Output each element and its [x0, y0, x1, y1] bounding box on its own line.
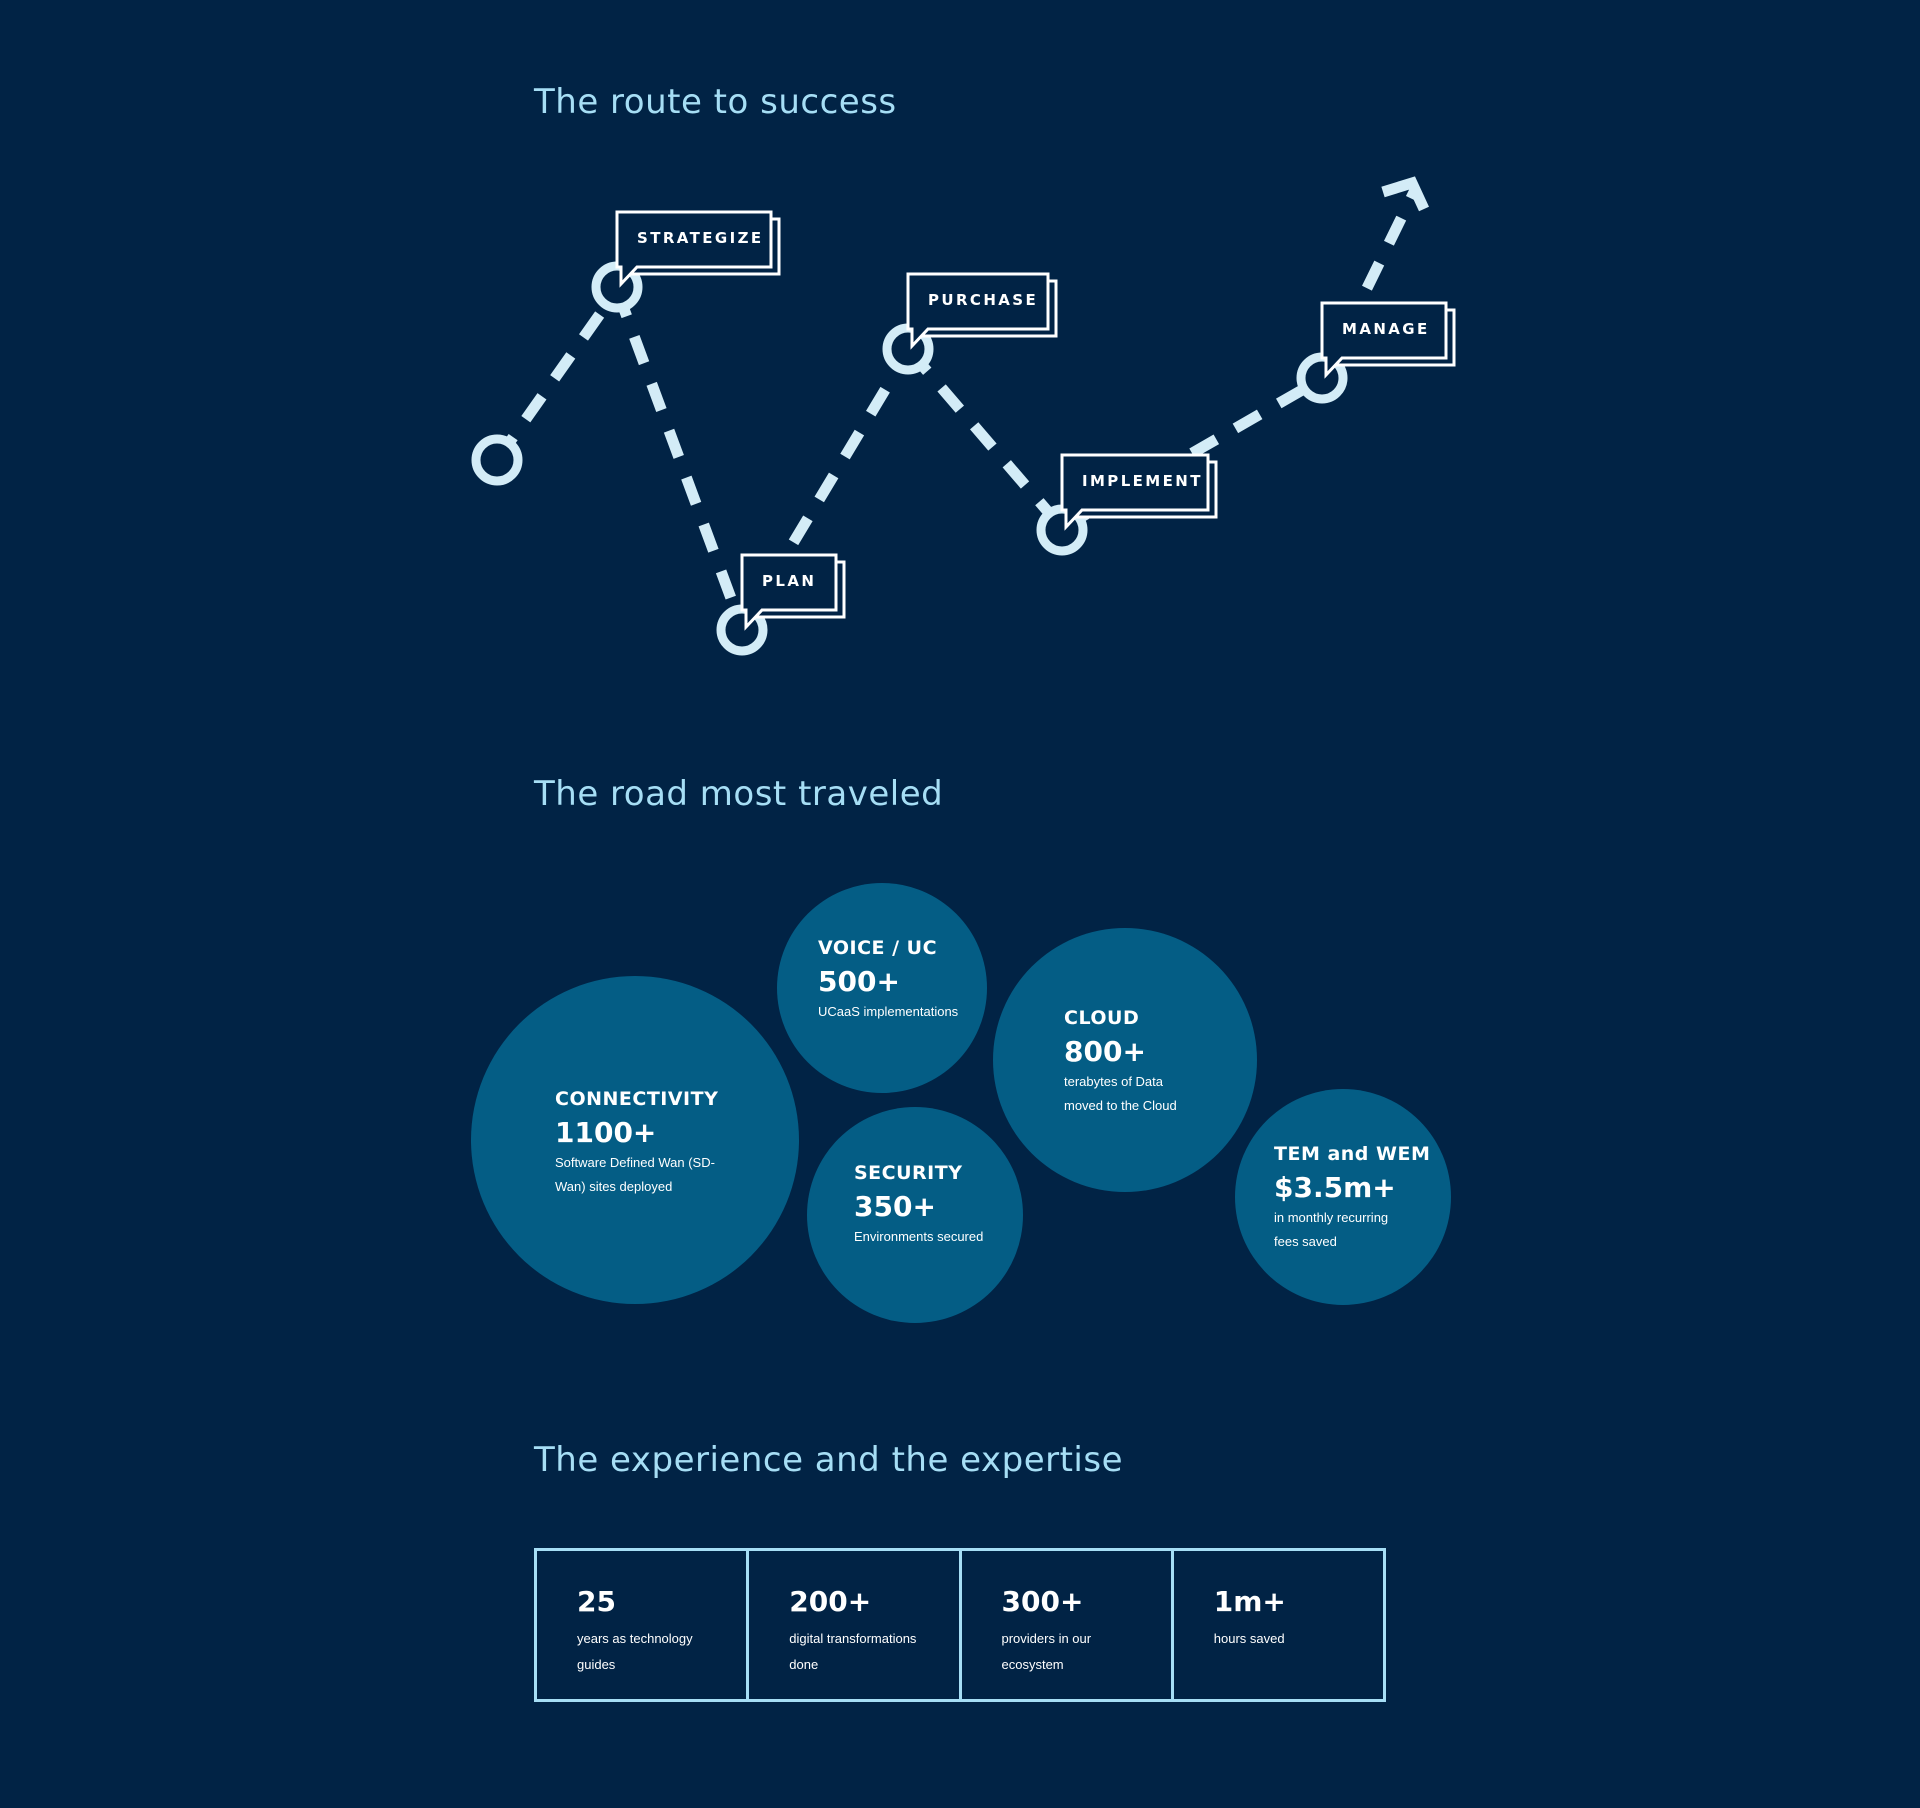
- stat-bubble-voice-uc: VOICE / UC 500+ UCaaS implementations: [777, 883, 987, 1093]
- route-step-strategize: STRATEGIZE: [615, 210, 781, 288]
- bubble-value: 500+: [818, 965, 900, 998]
- route-step-plan: PLAN: [740, 553, 846, 631]
- bubble-description: Software Defined Wan (SD-Wan) sites depl…: [555, 1155, 715, 1194]
- stat-description: hours saved: [1213, 1631, 1285, 1646]
- stat-value: 200+: [789, 1585, 872, 1618]
- bubble-value: $3.5m+: [1274, 1171, 1396, 1204]
- bubble-title: TEM and WEM: [1274, 1143, 1431, 1165]
- stat-bubble-tem-wem: TEM and WEM $3.5m+ in monthly recurring …: [1235, 1089, 1451, 1305]
- route-path-segment: [492, 286, 622, 464]
- stat-bubble-security: SECURITY 350+ Environments secured: [807, 1107, 1023, 1323]
- stat-cell: 25 years as technology guides: [537, 1551, 750, 1699]
- stat-value: 25: [577, 1585, 616, 1618]
- bubble-description: terabytes of Data moved to the Cloud: [1064, 1074, 1177, 1113]
- route-diagram: STRATEGIZE PLAN PURCHASE IMPLEMENT MANAG…: [471, 176, 1456, 656]
- stat-value: 1m+: [1213, 1585, 1286, 1618]
- stat-value: 300+: [1001, 1585, 1084, 1618]
- bubble-title: SECURITY: [854, 1162, 963, 1184]
- experience-section-title: The experience and the expertise: [534, 1440, 1124, 1480]
- route-step-label: IMPLEMENT: [1082, 472, 1203, 490]
- bubble-value: 1100+: [555, 1116, 657, 1149]
- stat-cell: 1m+ hours saved: [1174, 1551, 1383, 1699]
- road-section-title: The road most traveled: [534, 774, 944, 814]
- route-path-segment: [611, 288, 748, 630]
- stat-cell: 200+ digital transformations done: [749, 1551, 962, 1699]
- bubble-value: 350+: [854, 1190, 936, 1223]
- bubble-description: UCaaS implementations: [818, 1004, 959, 1019]
- route-step-label: MANAGE: [1342, 320, 1430, 338]
- stat-description: providers in our ecosystem: [1001, 1631, 1092, 1672]
- route-start-node-icon: [471, 434, 523, 486]
- route-step-manage: MANAGE: [1320, 301, 1456, 379]
- stat-description: years as technology guides: [577, 1631, 693, 1672]
- stat-cell: 300+ providers in our ecosystem: [962, 1551, 1174, 1699]
- route-step-label: STRATEGIZE: [637, 229, 764, 247]
- route-step-purchase: PURCHASE: [906, 272, 1058, 350]
- bubble-title: VOICE / UC: [818, 937, 938, 959]
- route-step-label: PURCHASE: [928, 291, 1038, 309]
- route-step-implement: IMPLEMENT: [1060, 453, 1218, 531]
- bubble-description: Environments secured: [854, 1229, 984, 1244]
- experience-stats-panel: 25 years as technology guides 200+ digit…: [534, 1548, 1386, 1702]
- bubble-title: CONNECTIVITY: [555, 1088, 719, 1110]
- stat-bubble-cloud: CLOUD 800+ terabytes of Data moved to th…: [993, 928, 1257, 1192]
- route-section-title: The route to success: [534, 82, 897, 122]
- bubble-title: CLOUD: [1064, 1007, 1140, 1029]
- bubble-value: 800+: [1064, 1035, 1146, 1068]
- stat-bubble-connectivity: CONNECTIVITY 1100+ Software Defined Wan …: [471, 976, 799, 1304]
- route-arrow-head-icon: [1381, 176, 1429, 212]
- stat-description: digital transformations done: [789, 1631, 917, 1672]
- route-step-label: PLAN: [762, 572, 816, 590]
- route-path-segment: [1318, 187, 1420, 381]
- bubble-description: in monthly recurring fees saved: [1274, 1210, 1389, 1249]
- route-path-segment: [904, 346, 1067, 532]
